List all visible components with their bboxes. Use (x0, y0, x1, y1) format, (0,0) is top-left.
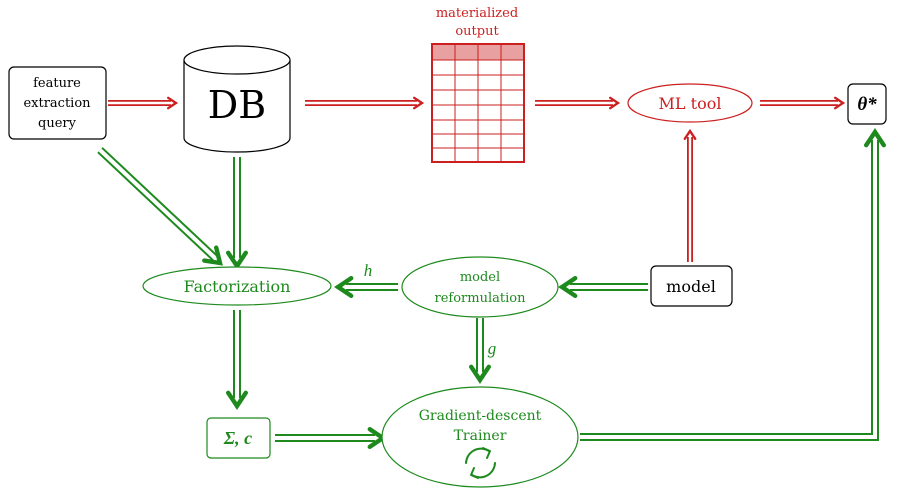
table-border (431, 43, 525, 163)
database-node: DB (183, 45, 291, 153)
ml-tool-node: ML tool (627, 83, 753, 123)
materialized-caption-line-2: output (455, 24, 499, 39)
ml-tool-label: ML tool (659, 94, 722, 113)
query-line-1: feature (33, 76, 81, 91)
green-pipeline-edges (97, 128, 886, 449)
model-reformulation-node: model reformulation (401, 256, 559, 318)
trainer-line-2: Trainer (454, 428, 507, 444)
factorization-node: Factorization (142, 266, 332, 306)
trainer-line-1: Gradient-descent (419, 408, 542, 424)
sigma-c-node: Σ, c (206, 417, 271, 459)
db-label: DB (208, 83, 266, 127)
factorization-label: Factorization (184, 277, 291, 296)
materialized-output-node: materialized output (431, 6, 525, 163)
query-line-2: extraction (23, 96, 91, 111)
query-line-3: query (38, 116, 77, 131)
red-pipeline-edges (108, 96, 846, 262)
model-label: model (666, 277, 716, 296)
edge-label-g: g (488, 339, 497, 358)
sigma-c-label: Σ, c (223, 428, 252, 448)
gradient-descent-trainer-node: Gradient-descent Trainer (381, 386, 579, 488)
theta-star-label: θ* (857, 94, 877, 115)
edge-trainer-to-theta (580, 128, 886, 441)
materialized-caption-line-1: materialized (436, 6, 518, 21)
edge-query-to-factorization (97, 147, 223, 266)
model-node: model (650, 265, 733, 307)
theta-star-node: θ* (847, 83, 887, 125)
model-reformulation-line-1: model (460, 270, 500, 285)
table-grid (432, 44, 524, 162)
feature-extraction-query-node: feature extraction query (8, 66, 107, 140)
refresh-cycle-icon (465, 447, 496, 479)
edge-label-h: h (364, 261, 373, 280)
model-reformulation-line-2: reformulation (435, 291, 527, 306)
